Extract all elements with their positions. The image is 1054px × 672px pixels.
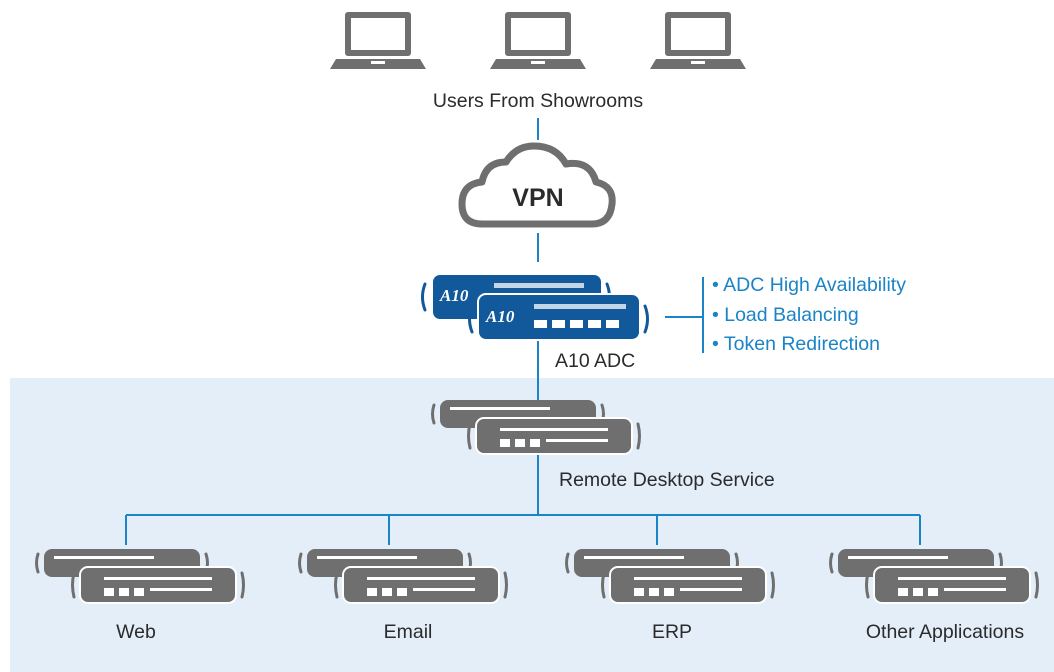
users-label: Users From Showrooms [433,90,643,112]
laptop-icon [490,12,586,69]
app-label-email: Email [384,621,433,643]
adc-label: A10 ADC [555,350,635,372]
cloud-icon [458,142,616,228]
app-label-web: Web [116,621,156,643]
adc-device-pair: A10 A10 [421,273,649,341]
feature-item: • Token Redirection [712,333,880,355]
laptop-icon [330,12,426,69]
adc-logo-back: A10 [439,286,469,305]
user-laptops [330,12,746,69]
app-label-other: Other Applications [866,621,1025,643]
app-label-erp: ERP [652,621,692,643]
adc-logo-front: A10 [485,307,515,326]
rds-label: Remote Desktop Service [559,469,775,491]
feature-item: • ADC High Availability [712,274,906,296]
feature-item: • Load Balancing [712,304,859,326]
vpn-label: VPN [512,184,563,212]
laptop-icon [650,12,746,69]
